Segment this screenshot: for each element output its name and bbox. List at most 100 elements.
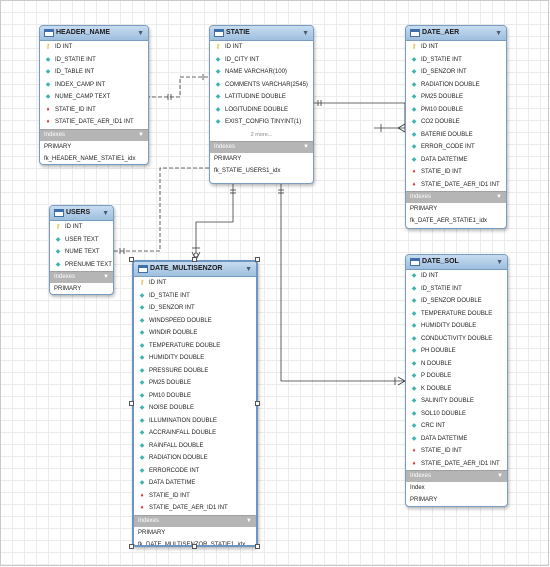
column-row[interactable]: ◆ID_STATIE INT xyxy=(406,283,507,296)
table-header[interactable]: USERS ▼ xyxy=(50,206,113,221)
column-row[interactable]: ◆RADIATION DOUBLE xyxy=(406,79,506,92)
column-row[interactable]: ◆P DOUBLE xyxy=(406,370,507,383)
column-row[interactable]: ◆HUMIDITY DOUBLE xyxy=(134,352,256,365)
column-row[interactable]: ◆ERRORCODE INT xyxy=(134,465,256,478)
index-row[interactable]: PRIMARY xyxy=(410,497,438,503)
column-row[interactable]: ◆ILLUMINATION DOUBLE xyxy=(134,415,256,428)
table-users[interactable]: USERS ▼ ⚷ID INT◆USER TEXT◆NUME TEXT◆PREN… xyxy=(49,205,114,295)
index-row[interactable]: fk_DATE_AER_STATIE1_idx xyxy=(410,218,488,224)
table-header[interactable]: DATE_MULTISENZOR ▼ xyxy=(134,262,256,277)
column-row[interactable]: ◆DATA DATETIME xyxy=(406,433,507,446)
collapse-arrow-icon[interactable]: ▼ xyxy=(496,259,503,266)
column-row[interactable]: ◆ID_STATIE INT xyxy=(406,54,506,67)
collapse-arrow-icon[interactable]: ▼ xyxy=(496,194,502,200)
collapse-arrow-icon[interactable]: ▼ xyxy=(246,517,252,524)
table-header-name[interactable]: HEADER_NAME ▼ ⚷ID INT◆ID_STATIE INT◆ID_T… xyxy=(39,25,149,165)
column-row[interactable]: ⚷ID INT xyxy=(40,41,148,54)
resize-handle-w[interactable] xyxy=(129,401,134,406)
collapse-arrow-icon[interactable]: ▼ xyxy=(495,30,502,37)
column-row[interactable]: ◆ID_STATIE INT xyxy=(40,54,148,67)
index-row[interactable]: PRIMARY xyxy=(44,143,72,150)
column-row[interactable]: ◆ID_CITY INT xyxy=(210,54,313,67)
indexes-header[interactable]: Indexes ▼ xyxy=(40,128,148,141)
column-row[interactable]: ⚷ID INT xyxy=(50,221,113,234)
column-row[interactable]: ◆ACCRAINFALL DOUBLE xyxy=(134,427,256,440)
collapse-arrow-icon[interactable]: ▼ xyxy=(497,473,503,479)
resize-handle-nw[interactable] xyxy=(129,257,134,262)
column-row[interactable]: ◆ID INT xyxy=(406,270,507,283)
column-row[interactable]: ◆RADIATION DOUBLE xyxy=(134,452,256,465)
column-row[interactable]: ◆CONDUCTIVITY DOUBLE xyxy=(406,333,507,346)
column-row[interactable]: ◆K DOUBLE xyxy=(406,383,507,396)
column-row[interactable]: ◆NUME TEXT xyxy=(50,246,113,259)
column-row[interactable]: ◆RAINFALL DOUBLE xyxy=(134,440,256,453)
column-row[interactable]: ♦STATIE_DATE_AER_ID1 INT xyxy=(406,179,506,192)
table-date-aer[interactable]: DATE_AER ▼ ⚷ID INT◆ID_STATIE INT◆ID_SENZ… xyxy=(405,25,507,229)
collapse-arrow-icon[interactable]: ▼ xyxy=(303,143,309,150)
column-row[interactable]: ◆CRC INT xyxy=(406,420,507,433)
column-row[interactable]: ♦STATIE_ID INT xyxy=(406,445,507,458)
column-row[interactable]: ♦STATIE_ID INT xyxy=(40,104,148,117)
column-row[interactable]: ◆DATA DATETIME xyxy=(134,477,256,490)
column-row[interactable]: ◆PM25 DOUBLE xyxy=(406,91,506,104)
column-row[interactable]: ◆N DOUBLE xyxy=(406,358,507,371)
column-row[interactable]: ◆ID_SENZOR DOUBLE xyxy=(406,295,507,308)
indexes-header[interactable]: Indexes ▼ xyxy=(210,140,313,153)
column-row[interactable]: ◆WINDSPEED DOUBLE xyxy=(134,315,256,328)
more-columns-link[interactable]: 2 more... xyxy=(250,131,273,138)
column-row[interactable]: ◆LATITUDINE DOUBLE xyxy=(210,91,313,104)
column-row[interactable]: ♦STATIE_ID INT xyxy=(134,490,256,503)
column-row[interactable]: ◆ID_SENZOR INT xyxy=(406,66,506,79)
column-row[interactable]: ◆NUME_CAMP TEXT xyxy=(40,91,148,104)
column-row[interactable]: ♦STATIE_ID INT xyxy=(406,166,506,179)
column-row[interactable]: ◆NAME VARCHAR(100) xyxy=(210,66,313,79)
indexes-header[interactable]: Indexes ▼ xyxy=(50,271,113,283)
column-row[interactable]: ◆ID_STATIE INT xyxy=(134,290,256,303)
index-row[interactable]: Index xyxy=(410,485,425,491)
table-date-sol[interactable]: DATE_SOL ▼ ◆ID INT◆ID_STATIE INT◆ID_SENZ… xyxy=(405,254,508,507)
column-row[interactable]: ♦STATIE_DATE_AER_ID1 INT xyxy=(406,458,507,471)
column-row[interactable]: ◆TEMPERATURE DOUBLE xyxy=(406,308,507,321)
index-row[interactable]: PRIMARY xyxy=(54,286,82,292)
resize-handle-s[interactable] xyxy=(192,544,197,549)
table-header[interactable]: STATIE ▼ xyxy=(210,26,313,41)
column-row[interactable]: ◆SALINITY DOUBLE xyxy=(406,395,507,408)
index-row[interactable]: fk_STATIE_USERS1_idx xyxy=(214,167,281,174)
indexes-header[interactable]: Indexes ▼ xyxy=(406,470,507,482)
index-row[interactable]: fk_DATE_MULTISENZOR_STATIE1_idx xyxy=(134,539,256,546)
column-row[interactable]: ◆PM10 DOUBLE xyxy=(134,390,256,403)
column-row[interactable]: ◆EXIST_CONFIG TINYINT(1) xyxy=(210,116,313,129)
resize-handle-n[interactable] xyxy=(192,257,197,262)
column-row[interactable]: ◆INDEX_CAMP INT xyxy=(40,79,148,92)
resize-handle-se[interactable] xyxy=(255,544,260,549)
resize-handle-ne[interactable] xyxy=(255,257,260,262)
column-row[interactable]: ◆PRESSURE DOUBLE xyxy=(134,365,256,378)
resize-handle-e[interactable] xyxy=(255,401,260,406)
column-row[interactable]: ◆NOISE DOUBLE xyxy=(134,402,256,415)
collapse-arrow-icon[interactable]: ▼ xyxy=(103,274,109,280)
column-row[interactable]: ◆ID_TABLE INT xyxy=(40,66,148,79)
table-header[interactable]: DATE_SOL ▼ xyxy=(406,255,507,270)
table-header[interactable]: DATE_AER ▼ xyxy=(406,26,506,41)
column-row[interactable]: ◆USER TEXT xyxy=(50,234,113,247)
column-row[interactable]: ◆ERROR_CODE INT xyxy=(406,141,506,154)
column-row[interactable]: ◆SOL10 DOUBLE xyxy=(406,408,507,421)
collapse-arrow-icon[interactable]: ▼ xyxy=(102,210,109,217)
column-row[interactable]: ◆WINDIR DOUBLE xyxy=(134,327,256,340)
column-row[interactable]: ◆CO2 DOUBLE xyxy=(406,116,506,129)
column-row[interactable]: ◆PH DOUBLE xyxy=(406,345,507,358)
column-row[interactable]: ◆TEMPERATURE DOUBLE xyxy=(134,340,256,353)
column-row[interactable]: ◆BATERIE DOUBLE xyxy=(406,129,506,142)
index-row[interactable]: fk_HEADER_NAME_STATIE1_idx xyxy=(44,155,136,162)
indexes-header[interactable]: Indexes ▼ xyxy=(406,191,506,203)
column-row[interactable]: ◆DATA DATETIME xyxy=(406,154,506,167)
table-statie[interactable]: STATIE ▼ ⚷ID INT◆ID_CITY INT◆NAME VARCHA… xyxy=(209,25,314,184)
table-date-multisenzor[interactable]: DATE_MULTISENZOR ▼ ⚷ID INT◆ID_STATIE INT… xyxy=(132,260,258,547)
indexes-header[interactable]: Indexes ▼ xyxy=(134,514,256,527)
column-row[interactable]: ♦STATIE_DATE_AER_ID1 INT xyxy=(40,116,148,129)
column-row[interactable]: ◆PRENUME TEXT xyxy=(50,259,113,272)
column-row[interactable]: ◆ID_SENZOR INT xyxy=(134,302,256,315)
column-row[interactable]: ◆LOGITUDINE DOUBLE xyxy=(210,104,313,117)
index-row[interactable]: PRIMARY xyxy=(410,206,438,212)
column-row[interactable]: ♦STATIE_DATE_AER_ID1 INT xyxy=(134,502,256,515)
